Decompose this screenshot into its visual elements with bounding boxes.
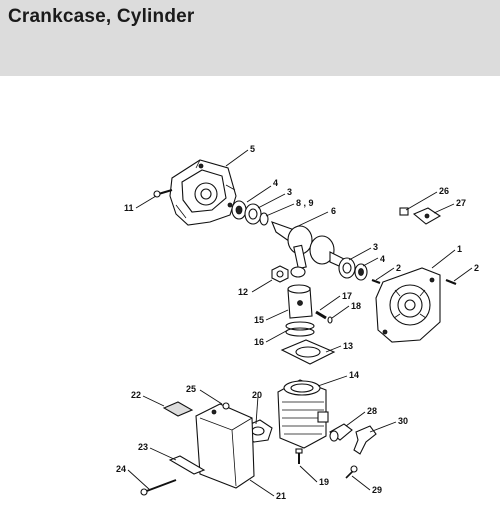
callout-labels: 5 11 4 3 8 , 9 6 26 27 1 2 3 4 2 12 17 1… [116, 144, 479, 501]
callout-3b: 3 [373, 242, 378, 252]
callout-4: 4 [273, 178, 278, 188]
bearing-set-lower [338, 257, 368, 281]
screw-25 [222, 402, 230, 410]
callout-21: 21 [276, 491, 286, 501]
bracket-27 [412, 207, 442, 225]
callout-4b: 4 [380, 254, 385, 264]
callout-27: 27 [456, 198, 466, 208]
callout-18: 18 [351, 301, 361, 311]
callout-1: 1 [457, 244, 462, 254]
bolt-24 [140, 479, 177, 496]
nut-12 [271, 265, 289, 283]
callout-15: 15 [254, 315, 264, 325]
circlip-18 [327, 316, 333, 324]
gasket-13 [280, 339, 336, 365]
callout-24: 24 [116, 464, 126, 474]
callout-2b: 2 [474, 263, 479, 273]
fitting-30 [353, 425, 377, 455]
callout-20: 20 [252, 390, 262, 400]
callout-6: 6 [331, 206, 336, 216]
decomp-valve-28 [329, 423, 353, 442]
callout-13: 13 [343, 341, 353, 351]
bolt-19 [295, 448, 303, 464]
crankcase-right-half [375, 267, 441, 343]
callout-5: 5 [250, 144, 255, 154]
crankcase-left-half [169, 159, 237, 226]
piston-pin-17 [315, 310, 327, 320]
callout-23: 23 [138, 442, 148, 452]
cylinder-14 [277, 379, 329, 449]
dowel-pin-2b [445, 278, 457, 286]
dowel-pin-2a [371, 278, 381, 285]
piston-15 [287, 284, 313, 319]
cover-plate-23 [168, 455, 206, 475]
screw-11 [153, 189, 173, 198]
callout-22: 22 [131, 390, 141, 400]
callout-29: 29 [372, 485, 382, 495]
leader-lines [127, 149, 473, 497]
callout-14: 14 [349, 370, 359, 380]
callout-19: 19 [319, 477, 329, 487]
page-title: Crankcase, Cylinder [8, 6, 195, 27]
header-bar: Crankcase, Cylinder [0, 0, 500, 76]
callout-2: 2 [396, 263, 401, 273]
spark-plug-29 [345, 465, 358, 479]
callout-16: 16 [254, 337, 264, 347]
callout-17: 17 [342, 291, 352, 301]
muffler-21 [195, 403, 255, 489]
callout-26: 26 [439, 186, 449, 196]
piston-rings-16 [285, 321, 315, 337]
callout-8-9: 8 , 9 [296, 198, 314, 208]
bearing-set-upper [231, 200, 269, 226]
callout-30: 30 [398, 416, 408, 426]
callout-28: 28 [367, 406, 377, 416]
screw-26 [399, 207, 409, 216]
callout-11: 11 [124, 203, 134, 213]
callout-3: 3 [287, 187, 292, 197]
callout-12: 12 [238, 287, 248, 297]
callout-25: 25 [186, 384, 196, 394]
spark-screen-22 [162, 401, 194, 417]
